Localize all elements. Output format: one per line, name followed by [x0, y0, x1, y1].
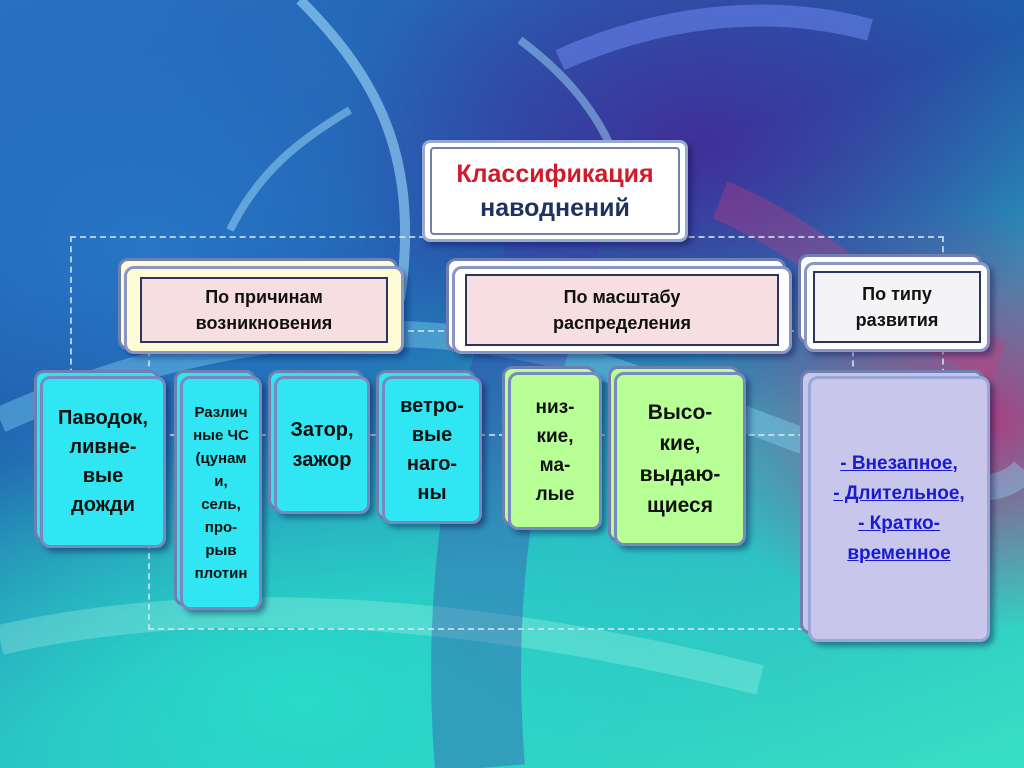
type-link-short-1[interactable]: - Кратко- [858, 513, 940, 534]
type-link-sudden[interactable]: - Внезапное, [840, 453, 958, 474]
category-causes-label: По причинам возникновения [140, 277, 388, 343]
type-link-short-2[interactable]: временное [847, 543, 951, 564]
category-causes: По причинам возникновения [124, 266, 404, 354]
type-items-box: - Внезапное, - Длительное, - Кратко- вре… [808, 376, 990, 642]
type-link-long[interactable]: - Длительное, [833, 483, 965, 504]
category-scale: По масштабу распределения [452, 266, 792, 354]
cause-item-ice-jam: Затор, зажор [274, 376, 370, 514]
category-type: По типу развития [804, 262, 990, 352]
category-scale-label: По масштабу распределения [465, 274, 779, 346]
cause-item-floods: Паводок, ливне- вые дожди [40, 376, 166, 548]
title-line-2: наводнений [480, 194, 630, 222]
diagram-title-box: Классификация наводнений [422, 140, 688, 242]
cause-item-emergencies: Различ ные ЧС (цунам и, сель, про- рыв п… [180, 376, 262, 610]
category-type-label: По типу развития [813, 271, 981, 343]
cause-item-wind-surge: ветро- вые наго- ны [382, 376, 482, 524]
title-line-1: Классификация [456, 160, 654, 188]
diagram-title: Классификация наводнений [430, 147, 680, 235]
scale-item-low: низ- кие, ма- лые [508, 372, 602, 530]
scale-item-high: Высо- кие, выдаю- щиеся [614, 372, 746, 546]
